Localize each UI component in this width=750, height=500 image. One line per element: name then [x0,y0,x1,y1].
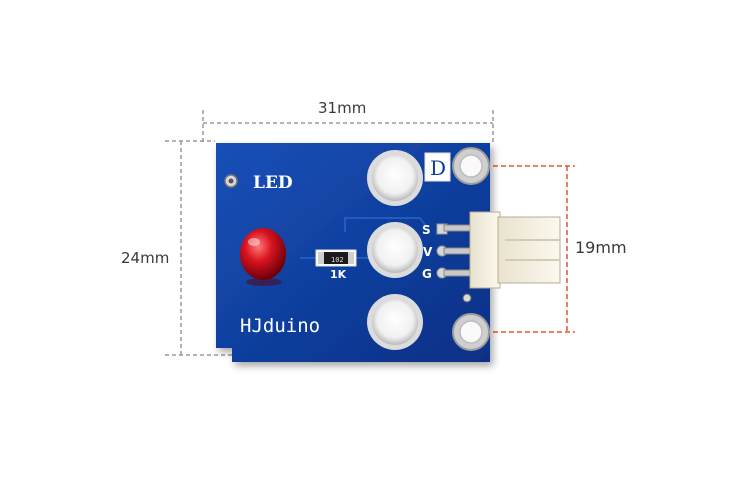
pin-label-s: S [422,223,431,237]
big-holes [367,150,423,350]
hole-spacing-guides [485,165,575,333]
pin-label-v: V [423,245,433,259]
dimension-guides [165,110,494,356]
board-brand: HJduino [240,315,320,337]
board-title: LED [253,173,293,193]
pin-header-connector [443,211,561,289]
hole-spacing-label: 19mm [575,238,627,257]
resistor-label: 1K [330,268,347,281]
height-dimension-label: 24mm [121,249,170,267]
pad-label: D [430,156,446,180]
resistor-code: 102 [331,256,344,264]
smd-resistor [315,249,357,267]
width-dimension-label: 31mm [318,99,367,117]
mounting-hole-bottom [452,313,490,351]
mounting-hole-top [452,147,490,185]
d-pad-box [424,152,451,182]
red-led [240,228,286,286]
pin-label-g: G [422,267,432,281]
